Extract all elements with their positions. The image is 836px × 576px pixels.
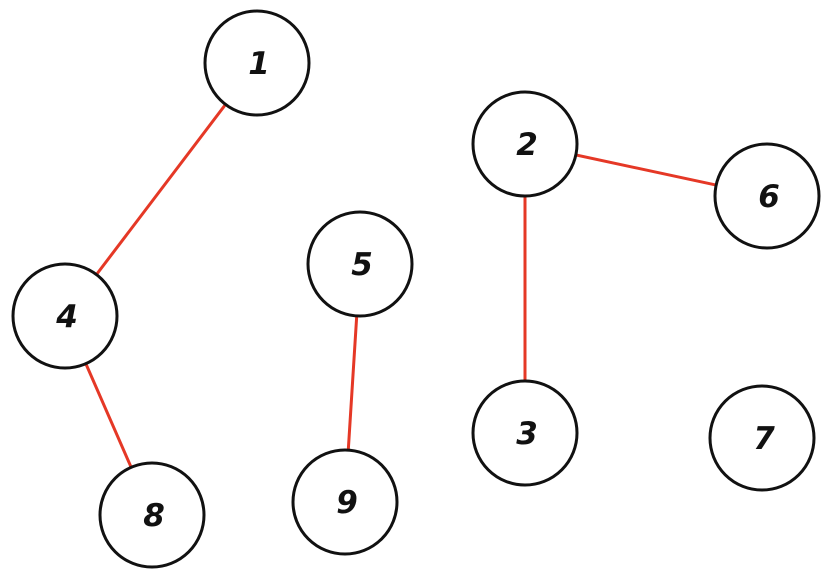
node-circle[interactable] — [98, 461, 206, 569]
node-circle[interactable] — [708, 384, 816, 492]
node-7[interactable]: 7 — [708, 384, 816, 492]
node-circle[interactable] — [471, 379, 579, 487]
node-circle[interactable] — [203, 9, 311, 117]
node-2[interactable]: 2 — [471, 90, 579, 198]
node-circle[interactable] — [11, 262, 119, 370]
node-3[interactable]: 3 — [471, 379, 579, 487]
node-circle[interactable] — [306, 210, 414, 318]
node-4[interactable]: 4 — [11, 262, 119, 370]
node-circle[interactable] — [291, 448, 399, 556]
node-5[interactable]: 5 — [306, 210, 414, 318]
node-6[interactable]: 6 — [713, 142, 821, 250]
node-8[interactable]: 8 — [98, 461, 206, 569]
node-1[interactable]: 1 — [203, 9, 311, 117]
node-circle[interactable] — [471, 90, 579, 198]
node-9[interactable]: 9 — [291, 448, 399, 556]
node-circle[interactable] — [713, 142, 821, 250]
